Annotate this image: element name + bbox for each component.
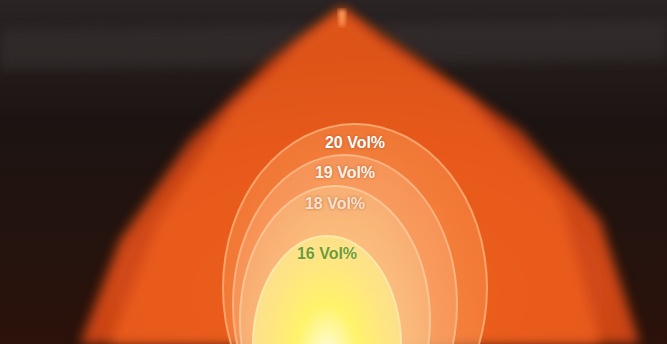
concentration-label: 16 Vol% <box>254 245 400 263</box>
nozzle-tip <box>338 10 346 26</box>
concentration-zone: 19 Vol% 18 Vol% 16 Vol% <box>232 154 458 344</box>
concentration-label: 18 Vol% <box>241 195 429 213</box>
concentration-zone: 20 Vol% 19 Vol% 18 Vol% 16 Vol% <box>222 123 488 344</box>
concentration-zone: 18 Vol% 16 Vol% <box>239 185 431 344</box>
concentration-zone: 16 Vol% <box>252 235 402 344</box>
concentration-label: 19 Vol% <box>234 164 456 182</box>
concentration-label: 20 Vol% <box>224 134 486 152</box>
